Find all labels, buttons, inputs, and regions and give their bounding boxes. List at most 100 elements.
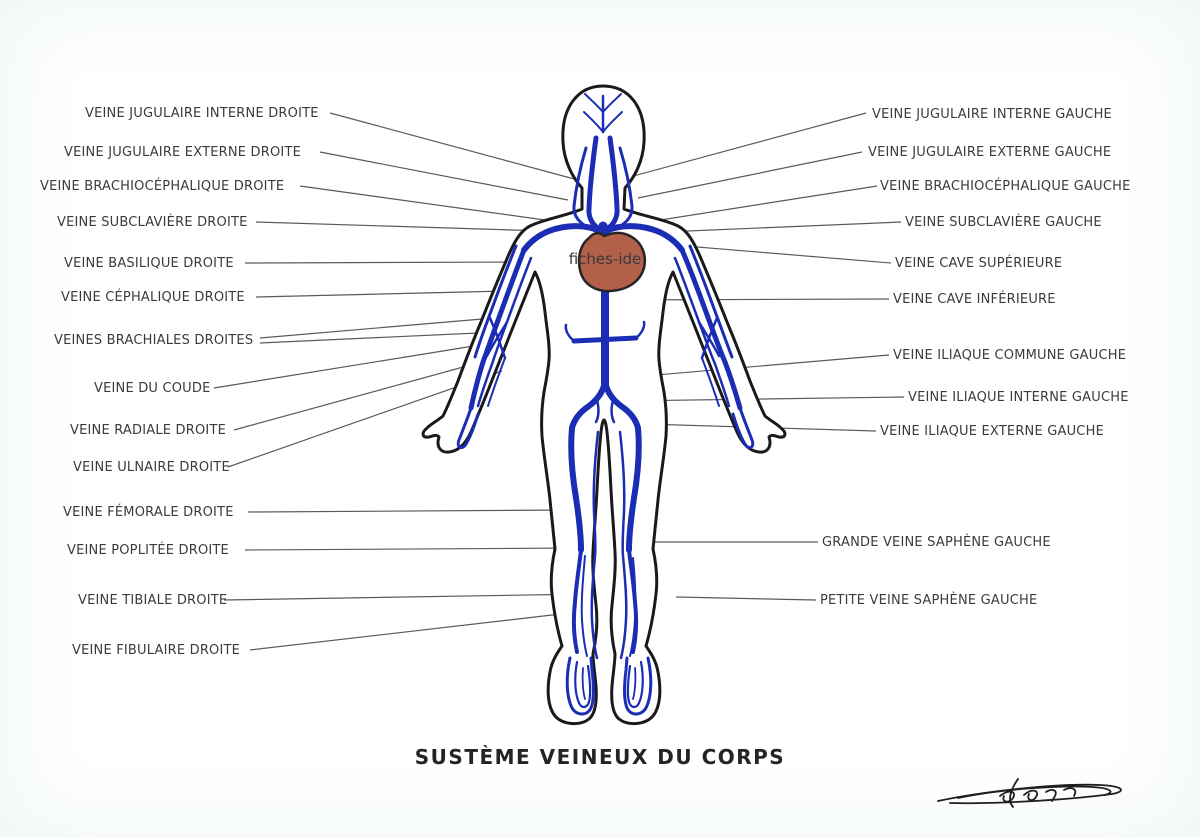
vein-path: [521, 223, 603, 253]
vein-path: [688, 244, 734, 359]
leader-line: [259, 331, 501, 344]
label-veine-subclaviere-droite: VEINE SUBCLAVIÈRE DROITE: [57, 215, 248, 230]
vein-path: [456, 406, 480, 450]
vein-path: [569, 379, 608, 431]
leader-line: [255, 221, 546, 232]
leader-line: [622, 396, 905, 402]
leader-line: [621, 185, 878, 227]
leader-line: [259, 317, 495, 339]
label-veine-jugulaire-externe-gauche: VEINE JUGULAIRE EXTERNE GAUCHE: [868, 145, 1112, 160]
vein-path: [626, 425, 642, 553]
label-veine-brachiocephalique-droite: VEINE BRACHIOCÉPHALIQUE DROITE: [40, 179, 285, 194]
vein-path: [476, 362, 494, 408]
vein-path: [485, 320, 509, 358]
leader-line: [625, 112, 867, 179]
vein-path: [468, 247, 527, 411]
vein-path: [590, 430, 600, 660]
label-veine-cephalique-droite: VEINE CÉPHALIQUE DROITE: [61, 290, 245, 305]
leader-line: [663, 221, 902, 233]
label-veine-cave-superieure: VEINE CAVE SUPÉRIEURE: [895, 256, 1063, 271]
label-veine-subclaviere-gauche: VEINE SUBCLAVIÈRE GAUCHE: [905, 215, 1102, 230]
leader-line: [620, 354, 890, 379]
leader-line: [255, 290, 507, 298]
label-veine-tibiale-droite: VEINE TIBIALE DROITE: [78, 593, 228, 608]
label-veine-jugulaire-interne-droite: VEINE JUGULAIRE INTERNE DROITE: [85, 106, 319, 121]
signature-stroke: [957, 785, 1112, 799]
leader-line: [637, 151, 863, 199]
vein-path: [602, 379, 641, 431]
vein-path: [568, 425, 584, 553]
vein-path: [713, 362, 731, 408]
vein-path: [632, 667, 637, 700]
label-veine-du-coude: VEINE DU COUDE: [94, 381, 211, 396]
vein-path: [701, 357, 720, 407]
vein-path: [618, 430, 628, 660]
heart: [577, 231, 647, 293]
leader-line: [247, 509, 571, 513]
label-veine-iliaque-interne-gauche: VEINE ILIAQUE INTERNE GAUCHE: [908, 390, 1129, 405]
vein-path: [626, 660, 644, 709]
vein-path: [679, 247, 743, 411]
leader-line: [329, 112, 579, 181]
vein-path: [565, 656, 595, 716]
label-petite-veine-saphene-gauche: PETITE VEINE SAPHÈNE GAUCHE: [820, 593, 1038, 608]
vein-path: [580, 555, 588, 657]
label-veine-jugulaire-externe-droite: VEINE JUGULAIRE EXTERNE DROITE: [64, 145, 302, 160]
vein-path: [488, 316, 507, 360]
vein-path: [571, 335, 639, 344]
label-veine-radiale-droite: VEINE RADIALE DROITE: [70, 423, 227, 438]
vein-path: [602, 111, 623, 133]
vein-path: [584, 93, 604, 113]
vein-path: [574, 660, 592, 709]
diagram-title: SUSTÈME VEINEUX DU CORPS: [414, 745, 786, 769]
veins: [456, 93, 755, 716]
label-veine-cave-inferieure: VEINE CAVE INFÉRIEURE: [893, 292, 1056, 307]
label-veine-jugulaire-interne-gauche: VEINE JUGULAIRE INTERNE GAUCHE: [872, 107, 1112, 122]
watermark: fiches-ide: [569, 250, 642, 268]
vein-path: [602, 93, 622, 113]
vein-path: [623, 656, 653, 716]
leader-line: [223, 593, 589, 601]
label-veine-poplitee-droite: VEINE POPLITÉE DROITE: [67, 543, 229, 558]
label-grande-veine-saphene-gauche: GRANDE VEINE SAPHÈNE GAUCHE: [822, 535, 1051, 550]
label-veine-basilique-droite: VEINE BASILIQUE DROITE: [64, 256, 234, 271]
vein-path: [473, 244, 518, 359]
vein-path: [731, 406, 755, 450]
label-veine-iliaque-commune-gauche: VEINE ILIAQUE COMMUNE GAUCHE: [893, 348, 1127, 363]
signature-stroke: [1063, 787, 1077, 797]
label-veine-iliaque-externe-gauche: VEINE ILIAQUE EXTERNE GAUCHE: [880, 424, 1104, 439]
label-veine-femorale-droite: VEINE FÉMORALE DROITE: [63, 505, 234, 520]
leader-line: [244, 261, 527, 264]
vein-path: [586, 135, 604, 233]
vein-path: [487, 357, 506, 407]
signature-stroke: [1045, 789, 1057, 802]
vein-path: [602, 135, 620, 233]
label-veine-fibulaire-droite: VEINE FIBULAIRE DROITE: [72, 643, 241, 658]
vein-path: [634, 320, 646, 340]
body-outline: [421, 84, 787, 725]
signature-stroke: [1023, 789, 1038, 801]
signature-stroke: [999, 790, 1015, 803]
vein-path: [629, 557, 637, 657]
leader-line: [299, 185, 589, 227]
label-veine-ulnaire-droite: VEINE ULNAIRE DROITE: [73, 460, 230, 475]
leader-line: [675, 596, 817, 601]
leader-line: [233, 357, 497, 431]
label-veine-brachiocephalique-gauche: VEINE BRACHIOCÉPHALIQUE GAUCHE: [880, 179, 1131, 194]
leader-line: [244, 547, 580, 551]
vein-path: [610, 398, 616, 424]
signature-stroke: [1009, 778, 1019, 808]
label-veines-brachiales-droites: VEINES BRACHIALES DROITES: [54, 333, 254, 348]
signature: [937, 778, 1122, 808]
leader-line: [249, 611, 579, 651]
leader-lines: [213, 112, 905, 651]
vein-path: [700, 316, 719, 360]
vein-path: [564, 323, 576, 343]
vein-path: [594, 398, 600, 424]
leader-line: [319, 151, 569, 201]
leader-line: [213, 343, 487, 389]
vein-path: [583, 111, 604, 133]
vein-path: [581, 667, 586, 700]
